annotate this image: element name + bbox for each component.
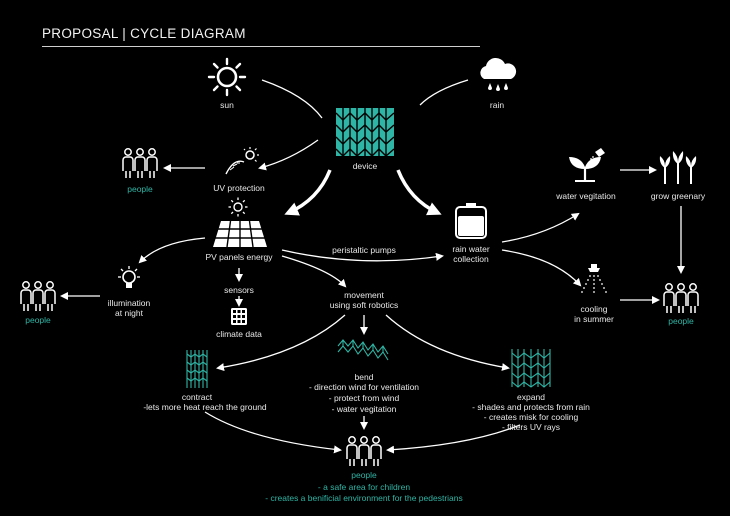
bend-label-2: - direction wind for ventilation: [308, 382, 420, 392]
bend-label-1: bend: [354, 372, 374, 382]
rain-water-label-1: rain water: [452, 244, 490, 254]
device-icon: [335, 108, 395, 157]
illumination-label-1: illumination: [107, 298, 151, 308]
page-title: PROPOSAL | CYCLE DIAGRAM: [42, 26, 246, 41]
people-icon: [122, 148, 158, 178]
sprout-icon: [569, 148, 605, 182]
people-icon: [346, 436, 382, 466]
expand-label-2: - shades and protects from rain: [472, 402, 590, 412]
expand-panel-icon: [511, 349, 551, 388]
uv-protection-label: UV protection: [213, 183, 265, 193]
solar-panel-icon: [213, 220, 267, 248]
people-icon: [20, 281, 56, 311]
expand-label-1: expand: [517, 392, 545, 402]
bend-label-4: - water vegitation: [331, 404, 397, 414]
people-bottom-label: people: [351, 470, 377, 480]
sun-label: sun: [220, 100, 234, 110]
sun-icon: [207, 57, 247, 97]
water-tank-icon: [455, 203, 487, 239]
contract-label-1: contract: [181, 392, 213, 402]
bend-zigzag-icon: [337, 339, 389, 361]
arrow-movement-contract: [216, 314, 346, 372]
people-left-label: people: [25, 315, 51, 325]
arrow-device-pv: [284, 169, 332, 216]
people-top-label: people: [127, 184, 153, 194]
pv-panels-label: PV panels energy: [205, 252, 273, 262]
rain-water-label-2: collection: [453, 254, 489, 264]
arrow-pv-movement: [281, 255, 347, 288]
cooling-label-2: in summer: [574, 314, 614, 324]
peristaltic-label: peristaltic pumps: [332, 245, 396, 255]
plants-icon: [659, 151, 697, 184]
people-right-label: people: [668, 316, 694, 326]
sensors-label: sensors: [224, 285, 254, 295]
people-bottom-note-1: - a safe area for children: [317, 482, 411, 492]
rain-label: rain: [489, 100, 505, 110]
grow-greenary-label: grow greenary: [650, 191, 706, 201]
arrow-device-uv: [258, 139, 319, 171]
arrow-pv-illumination: [138, 237, 206, 264]
climate-data-label: climate data: [216, 329, 262, 339]
title-underline: [42, 46, 480, 47]
expand-label-3: - creates misk for cooling: [483, 412, 579, 422]
people-bottom-note-2: - creates a benificial environment for t…: [265, 493, 463, 503]
arrow-contract-people: [204, 411, 342, 454]
arrow-rain-cooling: [501, 249, 582, 287]
arrow-movement-expand: [385, 314, 510, 371]
arrow-rain-vegitation: [501, 212, 580, 243]
people-icon: [663, 283, 699, 313]
rain-cloud-icon: [480, 57, 517, 91]
small-sun-icon: [228, 197, 248, 217]
arrow-device-rainwater: [396, 169, 442, 216]
contract-label-2: -lets more heat reach the ground: [143, 402, 267, 412]
uv-protection-icon: [225, 147, 259, 175]
contract-panel-icon: [186, 350, 208, 388]
movement-label-2: using soft robotics: [329, 300, 399, 310]
movement-label-1: movement: [344, 290, 384, 300]
arrow-expand-people: [386, 424, 521, 454]
illumination-label-2: at night: [115, 308, 143, 318]
cooling-label-1: cooling: [580, 304, 608, 314]
light-bulb-icon: [118, 266, 140, 288]
water-vegitation-label: water vegitation: [556, 191, 616, 201]
calculator-icon: [231, 308, 247, 325]
sprinkler-icon: [581, 264, 607, 293]
arrow-sun-device: [261, 79, 323, 119]
bend-label-3: - protect from wind: [328, 393, 400, 403]
device-label: device: [352, 161, 378, 171]
arrow-peristaltic: [281, 249, 444, 262]
arrow-rain-device: [419, 79, 469, 106]
expand-label-4: - filters UV rays: [501, 422, 561, 432]
